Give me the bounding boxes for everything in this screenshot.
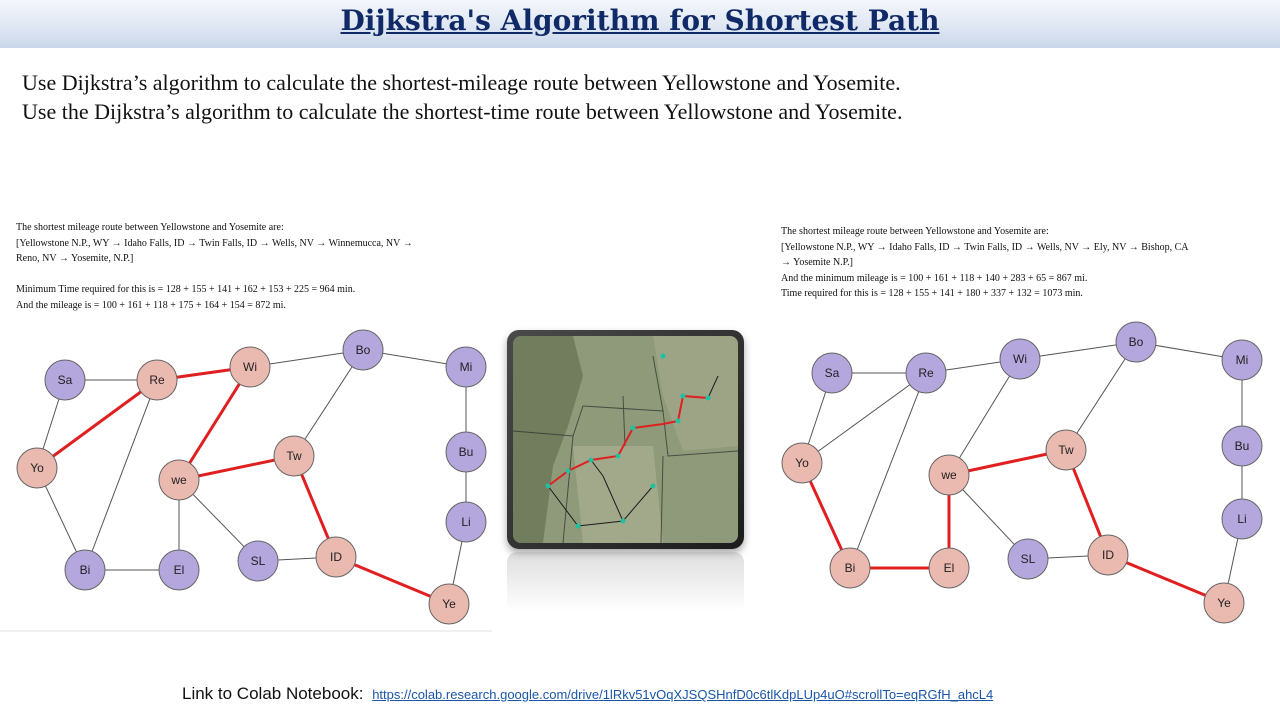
right-line: Time required for this is = 128 + 155 + … [781, 288, 1083, 299]
svg-text:Re: Re [918, 366, 934, 380]
svg-text:Ye: Ye [442, 597, 456, 611]
svg-text:SL: SL [1021, 552, 1036, 566]
node-sa: Sa [811, 352, 853, 394]
svg-text:Bi: Bi [80, 563, 91, 577]
svg-text:Yo: Yo [30, 461, 44, 475]
node-sl: SL [1007, 538, 1049, 580]
node-el: El [928, 547, 970, 589]
svg-text:Bo: Bo [356, 343, 371, 357]
intro-text: Use Dijkstra’s algorithm to calculate th… [22, 68, 1262, 126]
colab-link-label: Link to Colab Notebook: [182, 684, 364, 703]
node-bi: Bi [64, 549, 106, 591]
node-bo: Bo [1115, 321, 1157, 363]
slide-title: Dijkstra's Algorithm for Shortest Path [340, 4, 940, 37]
intro-line-2: Use the Dijkstra’s algorithm to calculat… [22, 99, 903, 124]
node-id: ID [1087, 534, 1129, 576]
svg-text:El: El [944, 561, 955, 575]
node-tw: Tw [1045, 429, 1087, 471]
left-line [16, 267, 413, 283]
node-bu: Bu [445, 431, 487, 473]
left-line: Minimum Time required for this is = 128 … [16, 284, 356, 295]
svg-text:Yo: Yo [795, 456, 809, 470]
right-line: → Yosemite N.P.] [781, 257, 853, 268]
intro-line-1: Use Dijkstra’s algorithm to calculate th… [22, 70, 901, 95]
left-graph: Sa Re Wi Bo Mi Yo we Tw Bu Li Bi El SL I… [16, 329, 487, 625]
svg-text:Bu: Bu [459, 445, 474, 459]
node-wi: Wi [229, 346, 271, 388]
node-we: we [928, 454, 970, 496]
svg-text:Wi: Wi [1013, 352, 1027, 366]
svg-text:SL: SL [251, 554, 266, 568]
left-line: The shortest mileage route between Yello… [16, 222, 284, 233]
node-ye: Ye [428, 583, 470, 625]
right-line: [Yellowstone N.P., WY → Idaho Falls, ID … [781, 241, 1189, 253]
svg-text:we: we [170, 473, 187, 487]
left-line: And the mileage is = 100 + 161 + 118 + 1… [16, 299, 286, 311]
node-bi: Bi [829, 547, 871, 589]
svg-text:Li: Li [1237, 512, 1246, 526]
colab-link-row: Link to Colab Notebook: https://colab.re… [182, 684, 993, 704]
node-yo: Yo [16, 447, 58, 489]
left-line: Reno, NV → Yosemite, N.P.] [16, 253, 134, 264]
left-result-text: The shortest mileage route between Yello… [16, 220, 413, 313]
node-sl: SL [237, 540, 279, 582]
node-re: Re [136, 359, 178, 401]
node-re: Re [905, 352, 947, 394]
node-mi: Mi [445, 346, 487, 388]
svg-text:ID: ID [1102, 548, 1114, 562]
node-tw: Tw [273, 435, 315, 477]
svg-text:Bi: Bi [845, 561, 856, 575]
right-result-text: The shortest mileage route between Yello… [781, 224, 1189, 302]
svg-text:Mi: Mi [1236, 353, 1249, 367]
svg-text:Sa: Sa [58, 373, 73, 387]
svg-text:Mi: Mi [460, 360, 473, 374]
node-li: Li [445, 501, 487, 543]
svg-text:Wi: Wi [243, 360, 257, 374]
left-graph-bottom-divider [0, 630, 492, 632]
route-map-drawing [513, 336, 738, 543]
node-yo: Yo [781, 442, 823, 484]
svg-text:we: we [940, 468, 957, 482]
route-map-image [507, 330, 744, 549]
svg-text:Bu: Bu [1235, 439, 1250, 453]
route-map-reflection [507, 552, 744, 612]
right-line: The shortest mileage route between Yello… [781, 226, 1049, 237]
node-bu: Bu [1221, 425, 1263, 467]
node-el: El [158, 549, 200, 591]
svg-text:ID: ID [330, 550, 342, 564]
colab-notebook-link[interactable]: https://colab.research.google.com/drive/… [372, 687, 994, 702]
right-graph: Sa Re Wi Bo Mi Yo we Tw Bu Li Bi El SL I… [781, 321, 1263, 624]
node-bo: Bo [342, 329, 384, 371]
svg-text:Sa: Sa [825, 366, 840, 380]
svg-text:Tw: Tw [286, 449, 302, 463]
left-line: [Yellowstone N.P., WY → Idaho Falls, ID … [16, 237, 413, 249]
svg-text:Li: Li [461, 515, 470, 529]
svg-text:Tw: Tw [1058, 443, 1074, 457]
left-graph-nodes: Sa Re Wi Bo Mi Yo we Tw Bu Li Bi El SL I… [16, 329, 487, 625]
svg-text:El: El [174, 563, 185, 577]
right-line: And the minimum mileage is = 100 + 161 +… [781, 272, 1088, 284]
route-map-inner [513, 336, 738, 543]
node-sa: Sa [44, 359, 86, 401]
svg-text:Ye: Ye [1217, 596, 1231, 610]
node-we: we [158, 459, 200, 501]
node-ye: Ye [1203, 582, 1245, 624]
svg-text:Re: Re [149, 373, 165, 387]
title-bar [0, 0, 1280, 48]
right-graph-nodes: Sa Re Wi Bo Mi Yo we Tw Bu Li Bi El SL I… [781, 321, 1263, 624]
node-id: ID [315, 536, 357, 578]
node-mi: Mi [1221, 339, 1263, 381]
node-wi: Wi [999, 338, 1041, 380]
svg-text:Bo: Bo [1129, 335, 1144, 349]
node-li: Li [1221, 498, 1263, 540]
